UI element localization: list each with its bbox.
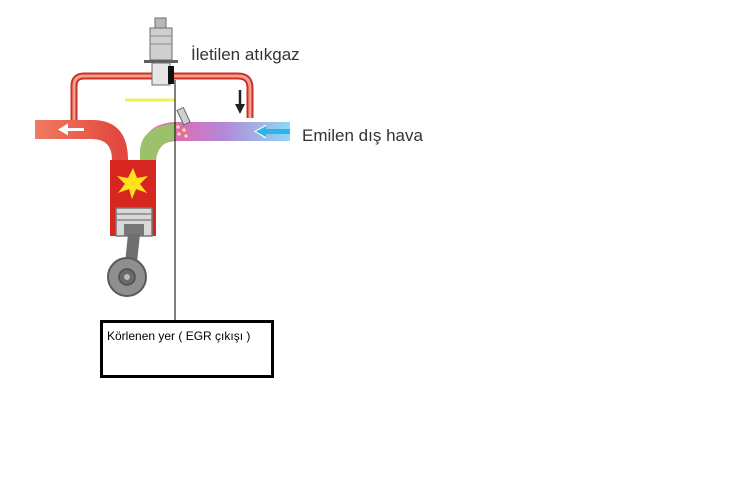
- callout-label: Körlenen yer ( EGR çıkışı ): [107, 329, 251, 343]
- intake-runner-green: [140, 124, 176, 170]
- combustion-spark-icon: [117, 168, 148, 199]
- egr-inlet-dots: [176, 125, 188, 138]
- intake-outside-air-label: Emilen dış hava: [302, 126, 423, 145]
- egr-outlet-nozzle: [176, 106, 191, 126]
- exhaust-outlet-pipe: [35, 120, 128, 168]
- exhaust-transferred-label: İletilen atıkgaz: [191, 45, 300, 64]
- exhaust-flow-arrow-icon: [58, 123, 84, 136]
- egr-valve: [144, 17, 178, 86]
- egr-down-arrow-icon: [235, 90, 245, 114]
- intake-flow-arrow-icon: [254, 124, 290, 139]
- callout-box: Körlenen yer ( EGR çıkışı ): [100, 320, 274, 378]
